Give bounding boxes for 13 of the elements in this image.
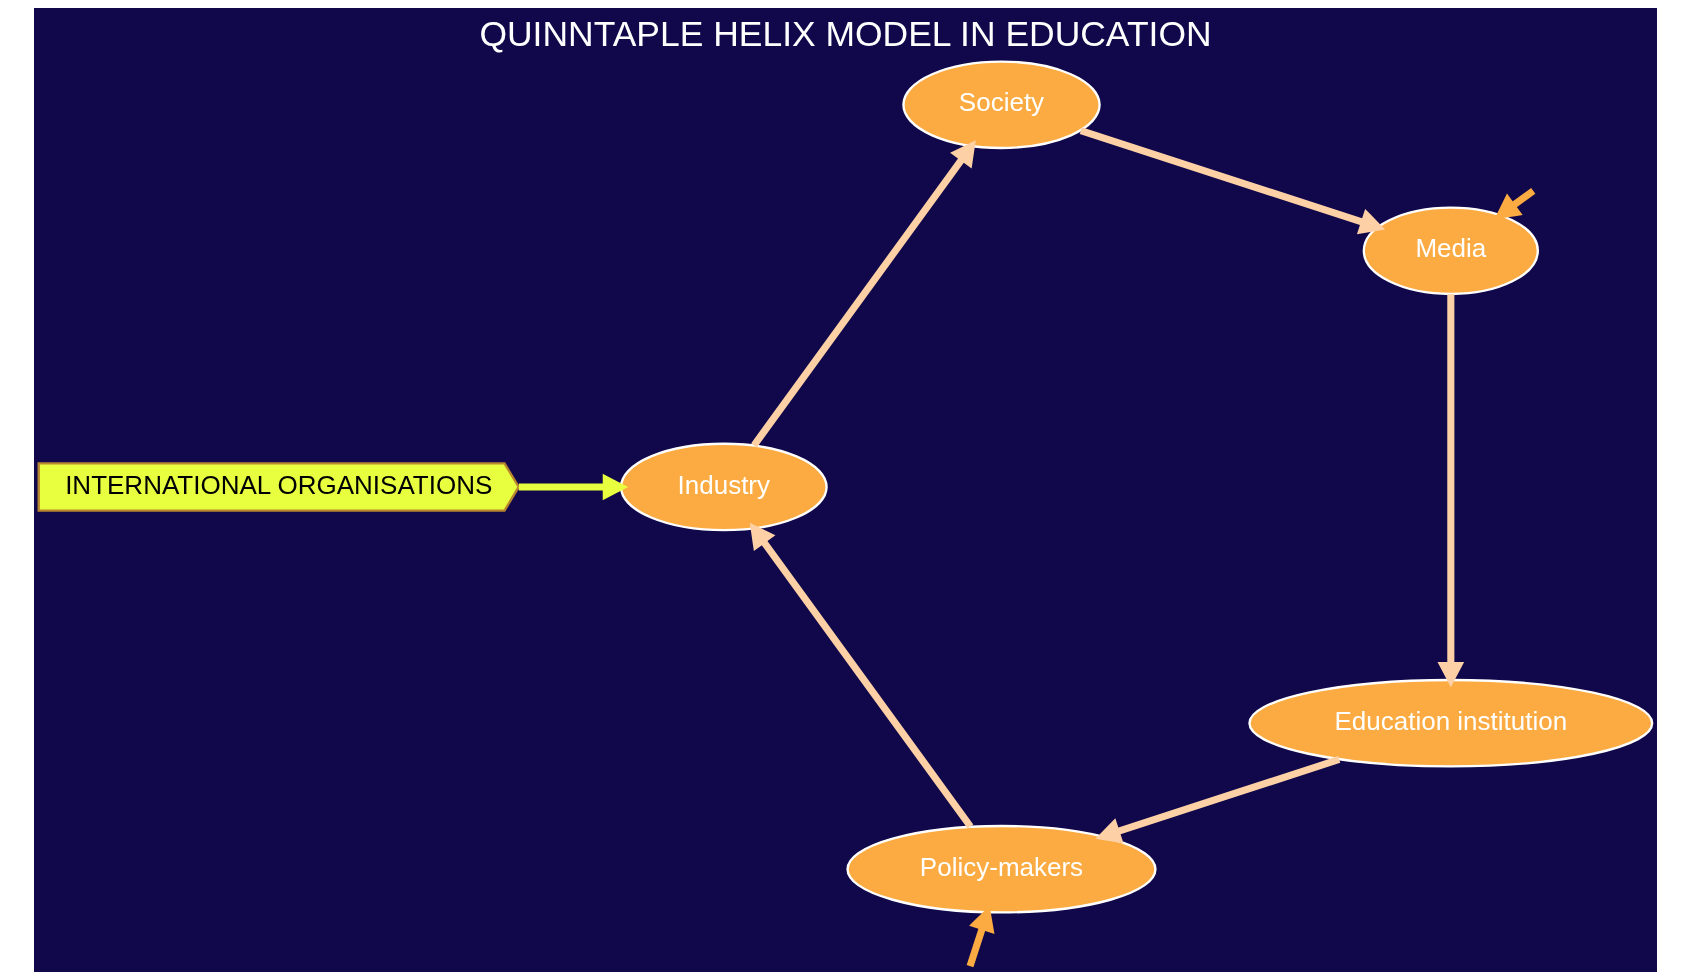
node-ellipse: Policy-makers (846, 824, 1157, 914)
arrow (751, 140, 976, 448)
node-ellipse: Industry (619, 442, 828, 532)
arrow (1494, 188, 1536, 220)
diagram-title: QUINNTAPLE HELIX MODEL IN EDUCATION (479, 13, 1212, 54)
arrow (1437, 294, 1465, 688)
node-ellipse: Society (902, 60, 1101, 150)
arrow (749, 522, 974, 829)
node-ellipse: Media (1362, 206, 1539, 296)
arrow (1095, 756, 1341, 844)
arrow (1079, 127, 1386, 235)
node-ellipse: Education institution (1248, 678, 1654, 768)
arrow (518, 473, 629, 501)
